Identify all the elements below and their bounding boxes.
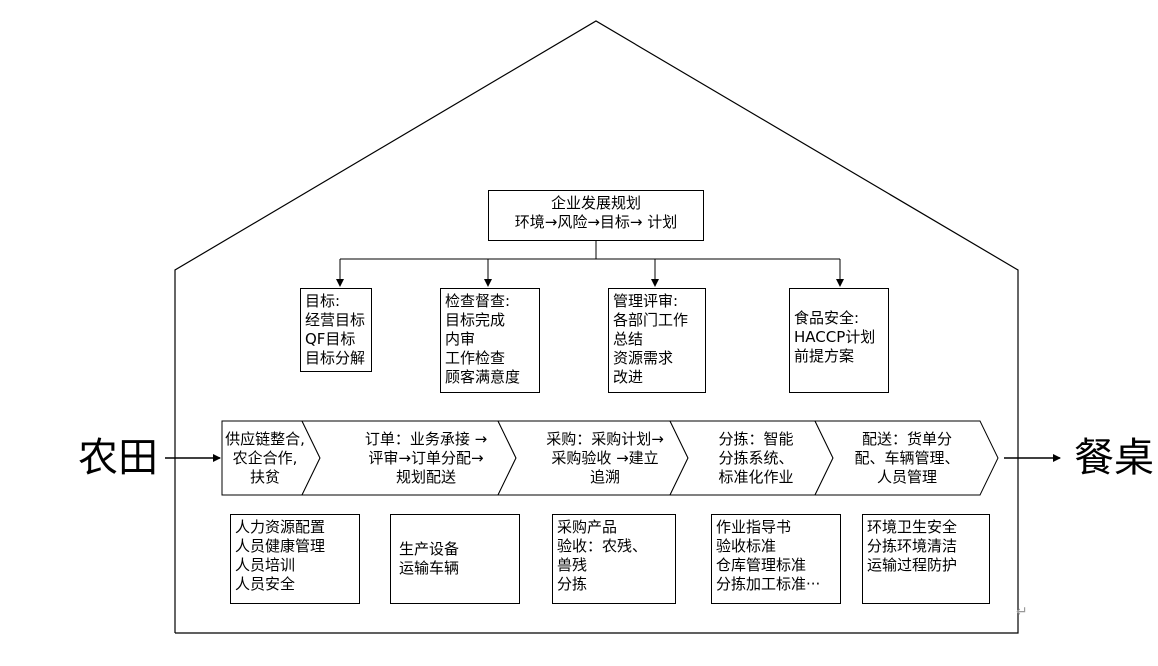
planning-flow: 环境→风险→目标→ 计划 bbox=[514, 213, 678, 231]
farm-label: 农田 bbox=[78, 435, 158, 481]
hr-line: 人力资源配置 bbox=[235, 518, 326, 536]
inspection-line: 内审 bbox=[445, 330, 476, 348]
process-line: 分拣：智能 bbox=[718, 430, 794, 448]
standards-line: 验收标准 bbox=[716, 537, 777, 555]
hygiene-box: 环境卫生安全 分拣环境清洁 运输过程防护 bbox=[862, 514, 990, 604]
process-line: 供应链整合, bbox=[225, 430, 305, 448]
connector-lines bbox=[336, 241, 844, 287]
inspection-box: 检查督查: 目标完成 内审 工作检查 顾客满意度 bbox=[440, 288, 540, 393]
standards-line: 作业指导书 bbox=[716, 518, 792, 536]
return-mark: ↵ bbox=[1016, 604, 1028, 620]
goal-line: QF目标 bbox=[305, 330, 356, 348]
process-line: 标准化作业 bbox=[718, 468, 794, 486]
standards-line: 分拣加工标准··· bbox=[716, 575, 821, 593]
procurement-line: 验收：农残、 bbox=[557, 537, 648, 555]
planning-title: 企业发展规划 bbox=[550, 194, 641, 212]
process-chevron-5 bbox=[814, 420, 999, 496]
inspection-line: 工作检查 bbox=[445, 349, 506, 367]
food-safety-line: 前提方案 bbox=[794, 347, 855, 365]
review-line: 管理评审: bbox=[613, 292, 679, 310]
procurement-line: 兽残 bbox=[557, 556, 588, 574]
equipment-box: 生产设备 运输车辆 bbox=[390, 514, 520, 604]
hr-line: 人员安全 bbox=[235, 575, 296, 593]
house-outline bbox=[174, 20, 1019, 634]
process-text-procurement: 采购：采购计划→ 采购验收 →建立 追溯 bbox=[528, 430, 682, 487]
equipment-line: 运输车辆 bbox=[399, 559, 460, 577]
hygiene-line: 分拣环境清洁 bbox=[867, 537, 958, 555]
hygiene-line: 运输过程防护 bbox=[867, 556, 958, 574]
hr-box: 人力资源配置 人员健康管理 人员培训 人员安全 bbox=[230, 514, 360, 604]
process-line: 追溯 bbox=[589, 468, 620, 486]
inspection-line: 检查督查: bbox=[445, 292, 511, 310]
standards-box: 作业指导书 验收标准 仓库管理标准 分拣加工标准··· bbox=[711, 514, 841, 604]
hr-line: 人员培训 bbox=[235, 556, 296, 574]
process-line: 评审→订单分配→ bbox=[368, 449, 484, 467]
food-safety-line: HACCP计划 bbox=[794, 328, 876, 346]
goal-box: 目标: 经营目标 QF目标 目标分解 bbox=[300, 288, 372, 372]
goal-line: 经营目标 bbox=[305, 311, 366, 329]
process-line: 配、车辆管理、 bbox=[854, 449, 960, 467]
process-text-sorting: 分拣：智能 分拣系统、 标准化作业 bbox=[694, 430, 818, 487]
goal-line: 目标分解 bbox=[305, 349, 366, 367]
process-line: 农企合作, bbox=[232, 449, 298, 467]
standards-line: 仓库管理标准 bbox=[716, 556, 807, 574]
equipment-line: 生产设备 bbox=[399, 540, 460, 558]
process-line: 规划配送 bbox=[395, 468, 456, 486]
enterprise-planning-box: 企业发展规划 环境→风险→目标→ 计划 bbox=[488, 190, 704, 241]
food-safety-line: 食品安全: bbox=[794, 309, 860, 327]
inspection-line: 顾客满意度 bbox=[445, 368, 521, 386]
hr-line: 人员健康管理 bbox=[235, 537, 326, 555]
review-line: 总结 bbox=[613, 330, 644, 348]
hygiene-line: 环境卫生安全 bbox=[867, 518, 958, 536]
procurement-line: 分拣 bbox=[557, 575, 588, 593]
food-safety-box: 食品安全: HACCP计划 前提方案 bbox=[789, 288, 889, 393]
process-text-order: 订单：业务承接 → 评审→订单分配→ 规划配送 bbox=[346, 430, 506, 487]
process-text-delivery: 配送：货单分 配、车辆管理、 人员管理 bbox=[836, 430, 978, 487]
process-line: 采购：采购计划→ bbox=[546, 430, 664, 448]
process-line: 分拣系统、 bbox=[718, 449, 794, 467]
table-label: 餐桌 bbox=[1074, 435, 1154, 481]
procurement-product-box: 采购产品 验收：农残、 兽残 分拣 bbox=[552, 514, 676, 604]
process-chevrons bbox=[221, 420, 999, 496]
procurement-line: 采购产品 bbox=[557, 518, 618, 536]
process-line: 采购验收 →建立 bbox=[551, 449, 659, 467]
review-line: 改进 bbox=[613, 368, 644, 386]
review-line: 各部门工作 bbox=[613, 311, 689, 329]
goal-line: 目标: bbox=[305, 292, 341, 310]
process-line: 扶贫 bbox=[249, 468, 280, 486]
management-review-box: 管理评审: 各部门工作 总结 资源需求 改进 bbox=[608, 288, 706, 393]
inspection-line: 目标完成 bbox=[445, 311, 506, 329]
process-line: 配送：货单分 bbox=[861, 430, 952, 448]
process-text-supply-chain: 供应链整合, 农企合作, 扶贫 bbox=[222, 430, 308, 487]
process-line: 订单：业务承接 → bbox=[364, 430, 488, 448]
review-line: 资源需求 bbox=[613, 349, 674, 367]
process-line: 人员管理 bbox=[876, 468, 937, 486]
